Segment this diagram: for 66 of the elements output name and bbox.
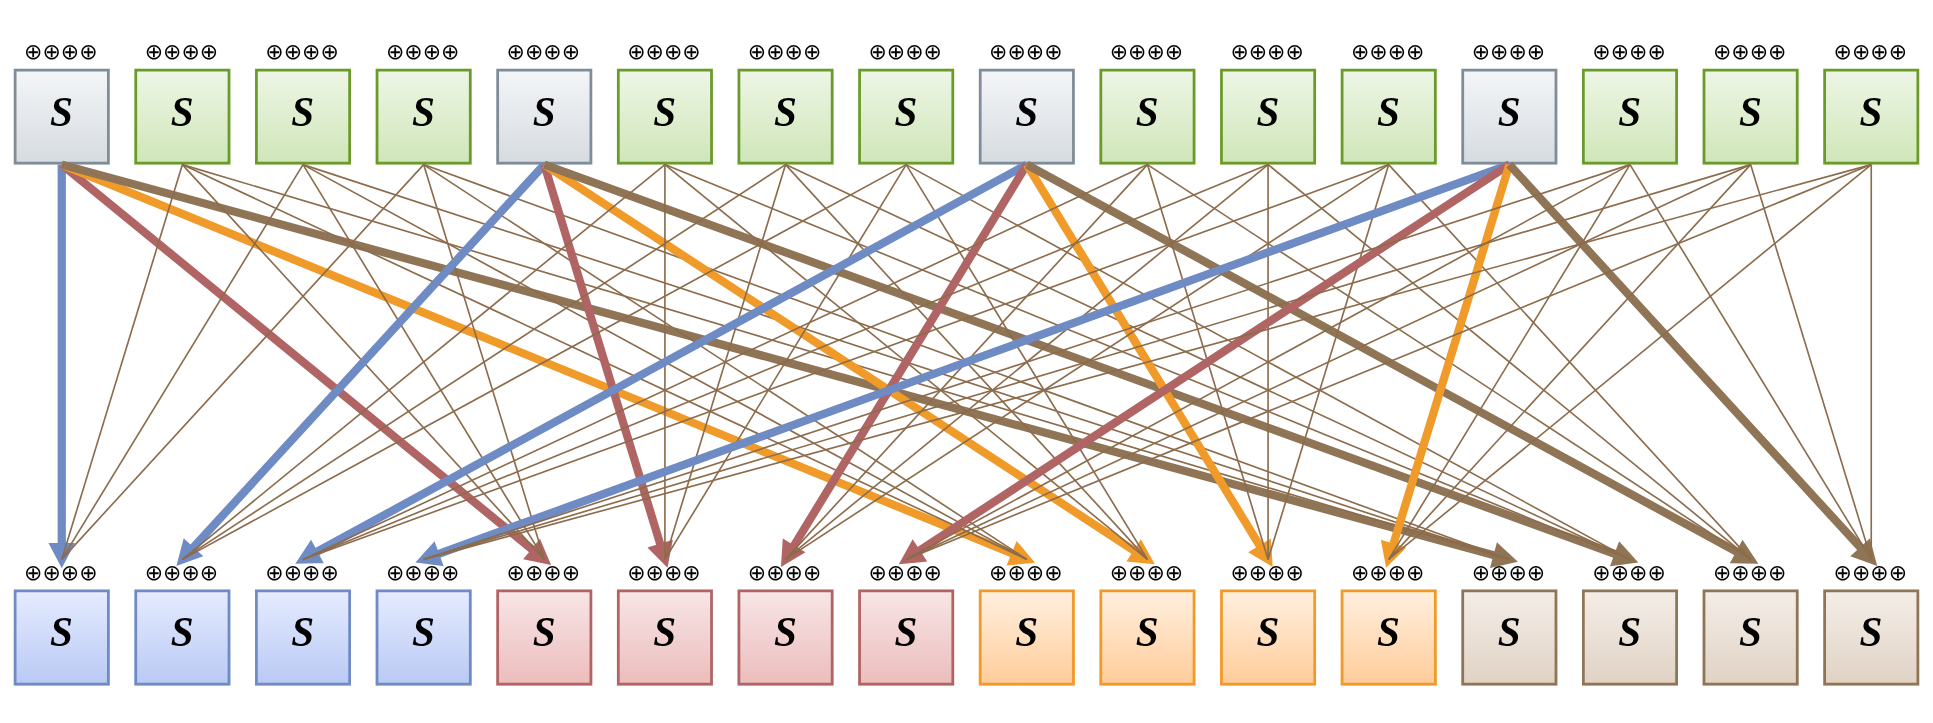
connector — [664, 163, 907, 560]
arrow — [1506, 161, 1878, 566]
connector — [784, 163, 1390, 560]
arrow — [59, 160, 552, 565]
connector — [60, 163, 425, 560]
node-label: ⊕⊕⊕⊕ — [1109, 559, 1184, 585]
node-label: ⊕⊕⊕⊕ — [1351, 559, 1425, 585]
node-label: ⊕⊕⊕⊕ — [989, 38, 1063, 64]
connector — [422, 163, 546, 560]
connector — [1146, 163, 1269, 560]
node-label: ⊕⊕⊕⊕ — [1230, 38, 1304, 64]
node-label: ⊕⊕⊕⊕ — [627, 559, 701, 585]
node-label: ⊕⊕⊕⊕ — [627, 38, 701, 64]
node-label: ⊕⊕⊕⊕ — [506, 38, 581, 64]
connector — [784, 163, 1149, 560]
arrow — [542, 160, 1155, 564]
node-label: ⊕⊕⊕⊕ — [747, 38, 822, 64]
arrow — [898, 160, 1512, 564]
node-label: ⊕⊕⊕⊕ — [1592, 559, 1666, 585]
node-label: ⊕⊕⊕⊕ — [868, 559, 942, 585]
connector — [1267, 163, 1390, 560]
connector — [784, 163, 1269, 560]
connector — [905, 163, 1149, 560]
node-label: ⊕⊕⊕⊕ — [385, 38, 460, 64]
connector — [1629, 163, 1873, 560]
node-label: ⊕⊕⊕⊕ — [1471, 559, 1546, 585]
node-label: ⊕⊕⊕⊕ — [506, 559, 581, 585]
connector — [664, 163, 666, 560]
arrow — [1380, 162, 1514, 568]
arrow — [48, 164, 76, 568]
connector — [1267, 163, 1752, 560]
connector — [181, 163, 666, 560]
node-label: ⊕⊕⊕⊕ — [144, 38, 219, 64]
node-label: ⊕⊕⊕⊕ — [989, 559, 1063, 585]
node-label: ⊕⊕⊕⊕ — [24, 559, 98, 585]
node-label: ⊕⊕⊕⊕ — [747, 559, 822, 585]
node-label: ⊕⊕⊕⊕ — [385, 559, 460, 585]
connector — [1146, 163, 1752, 560]
connector — [302, 163, 546, 560]
node-label: ⊕⊕⊕⊕ — [1592, 38, 1666, 64]
connector — [1749, 163, 1873, 560]
node-label: ⊕⊕⊕⊕ — [1109, 38, 1184, 64]
node-label: ⊕⊕⊕⊕ — [24, 38, 98, 64]
connector — [60, 163, 184, 560]
node-label: ⊕⊕⊕⊕ — [1230, 559, 1304, 585]
connector — [181, 163, 787, 560]
node-label: ⊕⊕⊕⊕ — [1833, 559, 1908, 585]
connector — [1387, 163, 1873, 560]
node-label: ⊕⊕⊕⊕ — [1471, 38, 1546, 64]
node-label: ⊕⊕⊕⊕ — [1351, 38, 1425, 64]
connector — [422, 163, 1028, 560]
node-label: ⊕⊕⊕⊕ — [1712, 38, 1787, 64]
node-label: ⊕⊕⊕⊕ — [265, 38, 339, 64]
connector — [1870, 163, 1873, 560]
connector — [1387, 163, 1752, 560]
node-label: ⊕⊕⊕⊕ — [144, 559, 219, 585]
connector — [1267, 163, 1269, 560]
connector — [60, 163, 304, 560]
node-label: ⊕⊕⊕⊕ — [1833, 38, 1908, 64]
connector — [664, 163, 1149, 560]
arrow — [540, 162, 673, 568]
node-label: ⊕⊕⊕⊕ — [1712, 559, 1787, 585]
arrow — [1024, 160, 1759, 564]
node-label: ⊕⊕⊕⊕ — [265, 559, 339, 585]
node-label: ⊕⊕⊕⊕ — [868, 38, 942, 64]
connector — [664, 163, 787, 560]
